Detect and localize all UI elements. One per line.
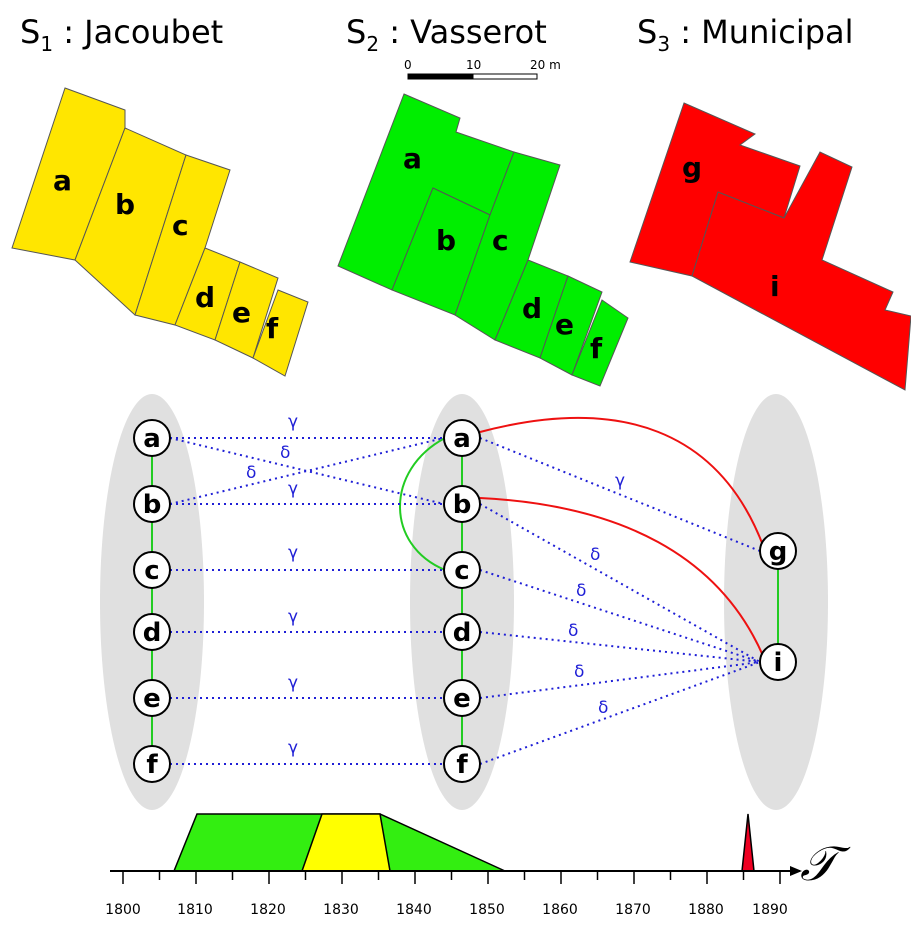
tick-label-1890: 1890 xyxy=(752,902,788,918)
parcel-label-s1-b: b xyxy=(115,188,135,221)
map-s2: a b c d e f xyxy=(337,93,629,387)
graph: γ δ δ γ γ γ γ γ γ δ δ δ δ δ a b c d e f … xyxy=(100,394,828,810)
timeline-symbol: 𝒯 xyxy=(800,836,851,892)
graph-node-s2-b: b xyxy=(443,485,481,523)
edge-label-s1d-s2d: γ xyxy=(288,607,298,627)
edge-s2f-s3i xyxy=(479,661,761,765)
graph-node-s2-f: f xyxy=(443,745,481,783)
scale-bar-black-segment xyxy=(407,73,474,80)
adjacency-edge-s2-a-c xyxy=(399,437,446,571)
title-s3: S3 : Municipal xyxy=(637,13,854,56)
red-edge-s2b-s3i xyxy=(479,497,765,659)
parcel-label-s1-f: f xyxy=(266,312,279,345)
parcel-label-s2-a: a xyxy=(403,142,422,175)
parcel-label-s1-a: a xyxy=(53,164,72,197)
graph-node-s2-c: c xyxy=(443,551,481,589)
graph-node-s1-b: b xyxy=(133,485,171,523)
edge-label-s2d-s3i: δ xyxy=(568,621,578,641)
scale-bar-white-segment xyxy=(472,73,538,80)
edge-s2a-s3g xyxy=(479,437,761,552)
tick-label-1840: 1840 xyxy=(396,902,432,918)
parcel-label-s1-d: d xyxy=(195,281,215,314)
tick-label-1800: 1800 xyxy=(105,902,141,918)
edge-label-s1b-s2b: γ xyxy=(288,479,298,499)
edge-label-s2b-s3i: δ xyxy=(590,545,600,565)
parcel-label-s2-d: d xyxy=(522,292,542,325)
node-label: e xyxy=(453,684,471,714)
parcel-label-s3-i: i xyxy=(770,270,780,303)
parcel-label-s2-b: b xyxy=(436,224,456,257)
edge-label-s1f-s2f: γ xyxy=(288,738,298,758)
edge-label-s2c-s3i: δ xyxy=(576,581,586,601)
tick-label-1850: 1850 xyxy=(469,902,505,918)
title-s2: S2 : Vasserot xyxy=(346,13,547,56)
edge-s1a-s2b xyxy=(169,437,445,505)
node-label: f xyxy=(456,750,468,780)
node-label: i xyxy=(774,648,783,678)
edge-label-s1c-s2c: γ xyxy=(288,543,298,563)
edge-s2e-s3i xyxy=(479,661,761,699)
edge-label-s1a-s2b: δ xyxy=(280,443,290,463)
map-s3: g i xyxy=(629,102,911,391)
parcel-label-s2-c: c xyxy=(492,224,509,257)
parcel-label-s1-c: c xyxy=(172,209,189,242)
edge-label-s2e-s3i: δ xyxy=(574,662,584,682)
red-edge-s2a-s3g xyxy=(479,416,765,549)
map-s1: a b c d e f xyxy=(11,87,309,377)
graph-node-s3-g: g xyxy=(759,532,797,570)
node-label: a xyxy=(453,424,471,454)
title-s1: S1 : Jacoubet xyxy=(20,13,223,56)
graph-node-s2-a: a xyxy=(443,419,481,457)
edge-label-s1e-s2e: γ xyxy=(288,673,298,693)
graph-group-s3 xyxy=(724,394,828,810)
parcel-label-s1-e: e xyxy=(232,296,251,329)
parcel-label-s3-g: g xyxy=(682,151,702,184)
node-label: f xyxy=(146,750,158,780)
graph-node-s1-d: d xyxy=(133,613,171,651)
tick-label-1870: 1870 xyxy=(615,902,651,918)
timeline-s3-period xyxy=(741,813,755,872)
edge-s2c-s3i xyxy=(479,569,761,663)
tick-label-1880: 1880 xyxy=(688,902,724,918)
node-label: d xyxy=(453,618,472,648)
timeline: 1800 1810 1820 1830 1840 1850 1860 1870 … xyxy=(105,813,851,918)
scale-label-20m: 20 m xyxy=(530,58,561,72)
timeline-ticks xyxy=(122,871,781,884)
graph-node-s1-e: e xyxy=(133,679,171,717)
edge-label-s2f-s3i: δ xyxy=(598,698,608,718)
tick-label-1860: 1860 xyxy=(542,902,578,918)
node-label: b xyxy=(453,490,472,520)
scale-label-10: 10 xyxy=(466,58,481,72)
parcel-label-s2-e: e xyxy=(555,308,574,341)
scale-label-0: 0 xyxy=(404,58,412,72)
edge-label-s2a-s3g: γ xyxy=(615,471,625,491)
tick-label-1830: 1830 xyxy=(323,902,359,918)
node-label: d xyxy=(143,618,162,648)
node-label: b xyxy=(143,490,162,520)
scale-bar: 0 10 20 m xyxy=(404,58,561,80)
tick-label-1820: 1820 xyxy=(250,902,286,918)
parcel-s3-i xyxy=(691,151,911,391)
node-label: e xyxy=(143,684,161,714)
node-label: c xyxy=(454,556,469,586)
edge-s2d-s3i xyxy=(479,631,761,663)
edge-s1b-s2a xyxy=(169,437,445,505)
graph-node-s1-f: f xyxy=(133,745,171,783)
graph-node-s1-c: c xyxy=(133,551,171,589)
graph-node-s2-e: e xyxy=(443,679,481,717)
tick-label-1810: 1810 xyxy=(177,902,213,918)
graph-node-s2-d: d xyxy=(443,613,481,651)
parcel-label-s2-f: f xyxy=(590,332,603,365)
graph-node-s3-i: i xyxy=(759,643,797,681)
node-label: g xyxy=(769,537,788,567)
edge-label-s1b-s2a: δ xyxy=(246,463,256,483)
parcel-s2-f xyxy=(571,299,629,387)
parcel-s1-f xyxy=(252,289,309,377)
node-label: c xyxy=(144,556,159,586)
graph-node-s1-a: a xyxy=(133,419,171,457)
edge-label-s1a-s2a: γ xyxy=(288,412,298,432)
node-label: a xyxy=(143,424,161,454)
